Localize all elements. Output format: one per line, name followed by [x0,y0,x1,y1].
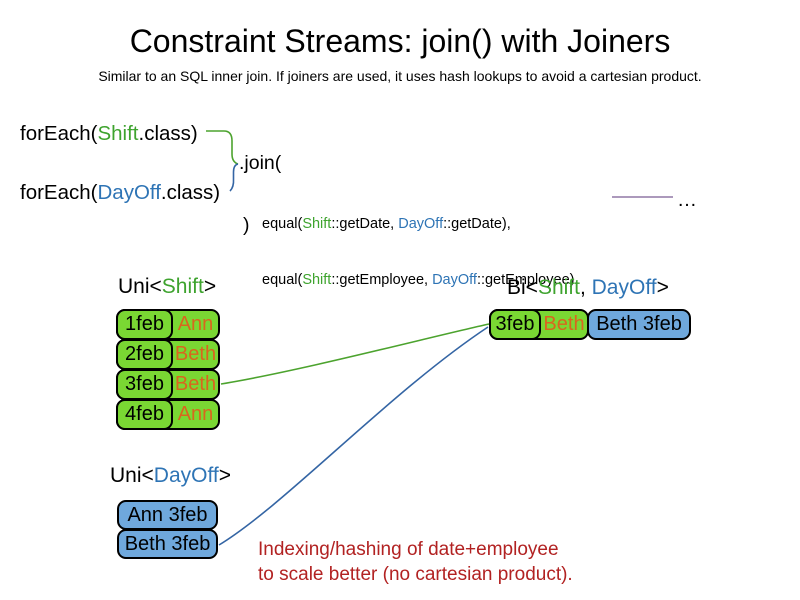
shift-row: 3feb Beth [116,369,220,400]
shift-date-cell: 2feb [116,339,173,370]
dayoff-class-token: DayOff [398,216,444,232]
shift-row: 2feb Beth [116,339,220,370]
code-text: ::getEmployee) [476,271,575,288]
page-subtitle: Similar to an SQL inner join. If joiners… [98,68,702,84]
shift-employee-cell: Beth [174,343,217,365]
dayoff-row: Ann 3feb [117,500,218,530]
bi-date-cell: 3feb [489,309,541,340]
bi-employee-cell: Beth [543,313,585,335]
code-text: ::getEmployee, [331,271,433,288]
shift-type-token: Shift [161,275,204,298]
shift-date-cell: 3feb [116,369,173,400]
brace-green-line [206,130,239,165]
label-text: Bi< [507,276,538,299]
bi-label: Bi<Shift, DayOff> [507,276,669,300]
label-text: > [203,275,217,298]
code-text: equal( [262,216,303,232]
dayoff-row: Beth 3feb [117,529,218,559]
dayoff-to-bi-connector [218,326,489,546]
annotation-line: Indexing/hashing of date+employee [258,539,559,560]
code-text: .class) [160,181,221,204]
dayoff-class-token: DayOff [432,271,477,288]
code-text: forEach( [20,122,98,145]
dayoff-type-token: DayOff [591,276,657,299]
shift-class-token: Shift [97,122,139,145]
shift-class-token: Shift [302,271,332,288]
shift-row: 4feb Ann [116,399,220,430]
shift-date-cell: 4feb [116,399,173,430]
label-text: Uni< [110,464,154,487]
code-join-open: .join( [239,152,282,174]
code-foreach-shift: forEach(Shift.class) [20,122,198,146]
code-joiners: equal(Shift::getDate, DayOff::getDate), … [262,178,574,326]
label-text: Uni< [118,275,162,298]
shift-employee-cell: Ann [177,403,214,425]
code-joiner-line: equal(Shift::getDate, DayOff::getDate), [262,215,574,234]
page-title: Constraint Streams: join() with Joiners [129,23,671,59]
code-joiner-line: equal(Shift::getEmployee, DayOff::getEmp… [262,271,574,290]
bi-row-shift-part: 3feb Beth [489,309,589,340]
shift-to-bi-connector [220,323,490,385]
label-text: , [579,276,592,299]
code-text: forEach( [20,181,98,204]
code-join-close: ) [243,214,250,236]
label-text: > [656,276,669,299]
uni-dayoff-label: Uni<DayOff> [110,464,231,488]
code-text: ::getDate), [443,216,511,232]
annotation-line: to scale better (no cartesian product). [258,564,573,585]
bi-row-dayoff-part: Beth 3feb [587,309,691,340]
dayoff-class-token: DayOff [97,181,161,204]
shift-employee-cell: Beth [174,373,217,395]
label-text: > [218,464,232,487]
indexing-annotation: Indexing/hashing of date+employee to sca… [258,537,573,587]
shift-class-token: Shift [302,216,332,232]
shift-date-cell: 1feb [116,309,173,340]
shift-row: 1feb Ann [116,309,220,340]
shift-employee-cell: Ann [177,313,214,335]
code-text: .class) [138,122,198,145]
code-text: ::getDate, [331,216,399,232]
uni-shift-label: Uni<Shift> [118,275,216,299]
shift-type-token: Shift [537,276,580,299]
code-text: equal( [262,271,303,288]
code-foreach-dayoff: forEach(DayOff.class) [20,181,220,205]
dayoff-type-token: DayOff [153,464,219,487]
brace-blue-line [229,163,239,192]
more-joiners-ellipsis: … [677,189,697,211]
